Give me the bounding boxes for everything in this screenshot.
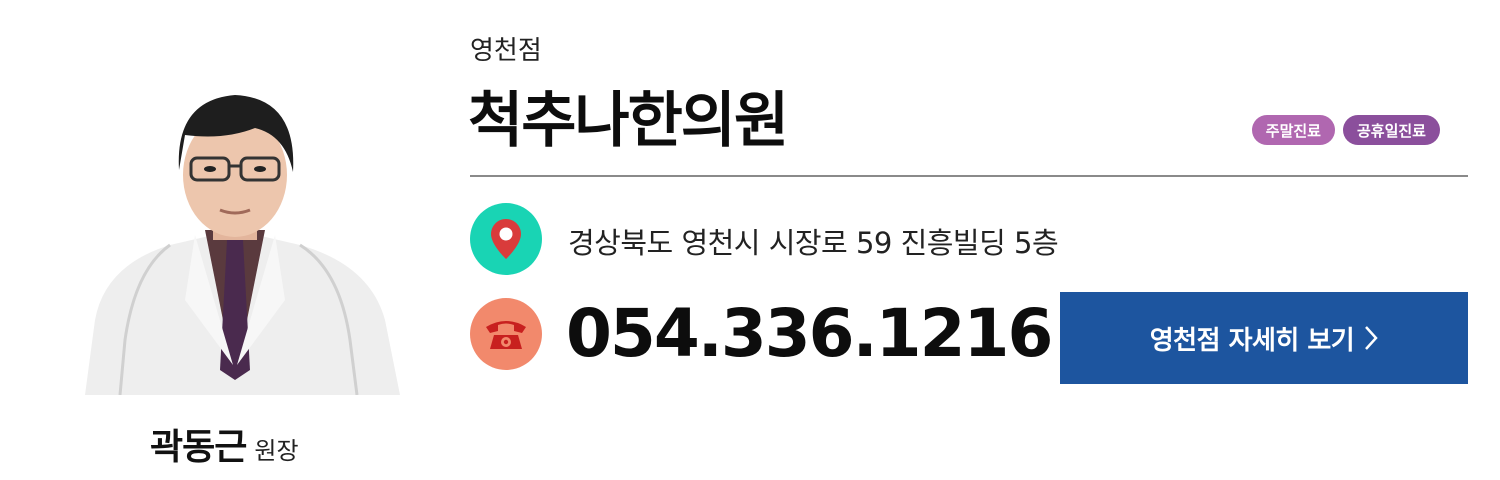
chevron-right-icon xyxy=(1365,326,1378,350)
holiday-badge: 공휴일진료 xyxy=(1342,115,1440,145)
doctor-role: 원장 xyxy=(254,437,299,465)
branch-label: 영천점 xyxy=(470,36,542,66)
branch-detail-label: 영천점 자세히 보기 xyxy=(1149,325,1355,356)
doctor-photo xyxy=(75,80,415,395)
doctor-name-text: 곽동근 xyxy=(150,427,247,468)
badge-group: 주말진료 공휴일진료 xyxy=(1251,115,1440,145)
clinic-title: 척추나한의원 xyxy=(468,86,789,156)
divider xyxy=(470,175,1468,177)
phone-number[interactable]: 054.336.1216 xyxy=(566,295,1053,372)
branch-detail-button[interactable]: 영천점 자세히 보기 xyxy=(1060,292,1468,384)
address-text: 경상북도 영천시 시장로 59 진흥빌딩 5층 xyxy=(568,226,1059,260)
location-pin-icon xyxy=(470,203,542,275)
weekend-badge: 주말진료 xyxy=(1251,115,1335,145)
telephone-icon xyxy=(470,298,542,370)
doctor-name: 곽동근 원장 xyxy=(150,418,350,470)
